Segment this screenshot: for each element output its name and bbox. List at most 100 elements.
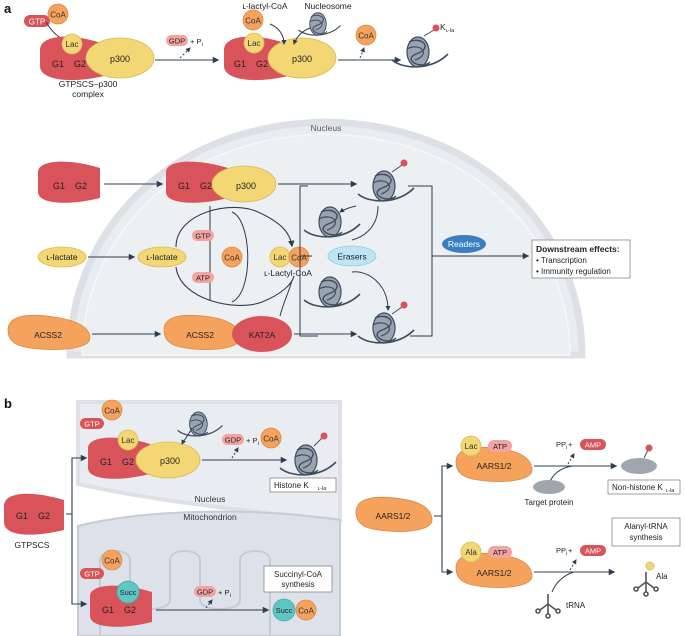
gtpscs-inside: [166, 161, 228, 203]
readers-label: Readers: [448, 239, 480, 249]
alanyl-line-2: synthesis: [629, 533, 662, 542]
trna-icon: [535, 594, 561, 619]
succ-m-2: [272, 598, 296, 622]
gdp-m-tag: [194, 586, 216, 597]
amp2-label: AMP: [585, 547, 601, 556]
gtpscs-b: [4, 493, 64, 535]
downstream-item-1: • Transcription: [536, 256, 587, 265]
atp-aars-label: ATP: [493, 442, 507, 451]
downstream-title: Downstream effects:: [536, 244, 620, 254]
lac-circle: [61, 33, 83, 55]
top-left-complex: GTP CoA Lac G1 G2 p300 GTPSCS–p300 compl…: [24, 3, 155, 99]
histone-label: Histone K: [274, 481, 309, 490]
nucleus-panel-a: Nucleus: [66, 118, 586, 359]
kat2a-shape: [232, 316, 292, 352]
kat2a-label: KAT2A: [249, 330, 276, 340]
llactate-inside: [137, 246, 187, 268]
coa-b: [101, 399, 123, 421]
gtp-m-tag: [80, 568, 104, 579]
p300-shape: [85, 37, 155, 79]
lac-label: Lac: [66, 40, 79, 49]
trna-label: tRNA: [566, 601, 586, 610]
g1-label-2: G1: [234, 59, 246, 69]
atp-aars-tag: [488, 440, 512, 452]
pi-b-label: + P: [246, 436, 257, 445]
downstream-item-2: • Immunity regulation: [536, 267, 611, 276]
gtpscs-shape: [40, 36, 104, 81]
coa-m-2-label: CoA: [298, 607, 314, 616]
pi-b-sub: i: [258, 441, 259, 447]
ala-aars-label: Ala: [465, 548, 477, 557]
gtp-tag-nuc: [192, 230, 214, 241]
succinyl-line-2: synthesis: [281, 580, 314, 589]
coa-nuc-2-label: CoA: [291, 254, 307, 263]
amp-label: AMP: [585, 441, 601, 450]
target-protein-shape: [533, 480, 565, 494]
complex-label-2: complex: [72, 89, 104, 99]
top-middle-complex: ʟ-lactyl-CoA CoA Lac G1 G2 p300 Nucleoso…: [224, 1, 352, 81]
kla-label: K: [440, 22, 446, 32]
lac-aars: [460, 435, 482, 457]
aars-root-label: AARS1/2: [376, 511, 411, 521]
coa-nuc-2: [288, 246, 310, 268]
alanyl-box: [611, 517, 681, 547]
lac-b-label: Lac: [122, 436, 135, 445]
readers-pill: [442, 235, 486, 253]
aars-root: [355, 496, 433, 532]
gdp-label: GDP: [169, 37, 185, 46]
pi-sub: i: [202, 42, 203, 48]
succinyl-box: [263, 565, 333, 593]
coa-nuc: [221, 246, 243, 268]
p300-label: p300: [110, 54, 130, 64]
atp-nuc-label: ATP: [196, 274, 210, 283]
coa-released: [355, 24, 377, 46]
coa-b-label: CoA: [104, 407, 120, 416]
histone-box: [269, 477, 337, 493]
lactyl-mark: [432, 24, 440, 32]
atp-aars2-tag: [488, 546, 512, 558]
nonhistone-box: [607, 479, 681, 495]
nucleosome-label: Nucleosome: [304, 1, 352, 11]
ppi2-label: PP: [556, 546, 566, 555]
gtpscs-b-g2: G2: [38, 511, 50, 521]
coa-b-2: [260, 427, 282, 449]
gdp-b-label: GDP: [225, 436, 241, 445]
gdp-tag: [166, 35, 188, 46]
succ-m: [116, 580, 140, 604]
gtp-nuc-label: GTP: [195, 232, 210, 241]
coa-label: CoA: [50, 11, 66, 20]
kla-nucleosome: K ʟ-la: [391, 22, 455, 68]
amp2-tag: [580, 545, 606, 556]
lactyl-mark-b: [320, 432, 328, 440]
g1-b-label: G1: [100, 457, 112, 467]
ala-aars: [460, 541, 482, 563]
kla-sub: ʟ-la: [446, 28, 455, 34]
mito-label: Mitochondrion: [183, 512, 237, 522]
p300-label-2: p300: [292, 54, 312, 64]
lactyl-mark-protein: [645, 444, 653, 452]
panel-b-letter: b: [4, 396, 12, 411]
erasers-pill: [327, 245, 377, 267]
ppi-plus: +: [568, 440, 573, 449]
gtpscs-out-g2: G2: [75, 181, 87, 191]
lactyl-coa-label: ʟ-lactyl-CoA: [243, 1, 288, 11]
aars-top-label: AARS1/2: [477, 461, 512, 471]
g2-m-label: G2: [124, 605, 136, 615]
p300-shape-2: [267, 37, 337, 79]
histone-sub: ʟ-la: [318, 486, 327, 492]
coa-label-2: CoA: [245, 17, 261, 26]
coa-nuc-label: CoA: [224, 254, 240, 263]
p300-b-label: p300: [160, 456, 180, 466]
amp-tag: [580, 439, 606, 450]
p300-b: [135, 441, 201, 479]
ppi-sub: i: [566, 445, 567, 451]
alanyl-trna-icon: [633, 572, 659, 597]
aars-bottom-label: AARS1/2: [477, 568, 512, 578]
coa-m: [101, 549, 123, 571]
nucleus-b-label: Nucleus: [195, 494, 226, 504]
lac-b: [117, 429, 139, 451]
llactate-out-label: ʟ-lactate: [46, 252, 78, 262]
lactyl-mark-n4: [400, 301, 408, 309]
gdp-m-label: GDP: [197, 588, 213, 597]
lac-circle-2: [243, 32, 265, 54]
